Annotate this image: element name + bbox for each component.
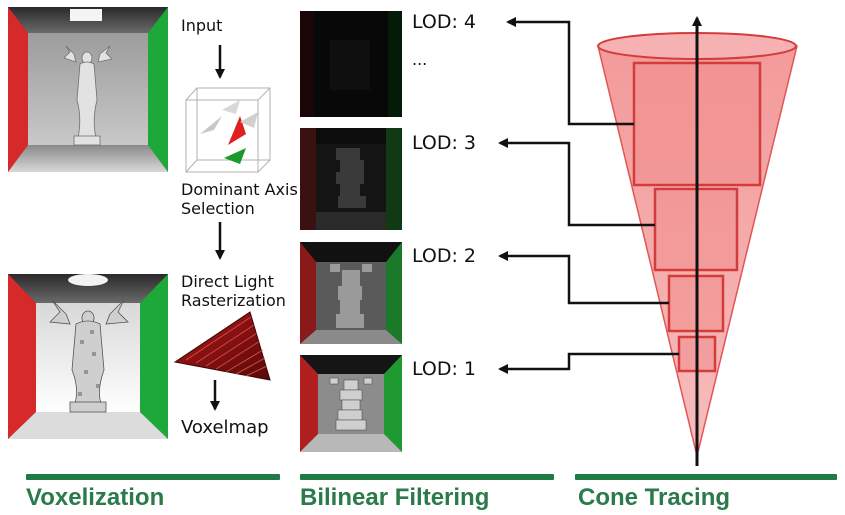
pipeline-arrows bbox=[210, 45, 225, 411]
lod-3-image bbox=[300, 128, 402, 230]
rasterized-triangle-icon bbox=[173, 311, 271, 381]
lod-1-label: LOD: 1 bbox=[412, 358, 477, 380]
voxelization-section-title: Voxelization bbox=[26, 484, 165, 511]
step-axis-label-line1: Dominant Axis bbox=[181, 180, 298, 199]
lod-ellipsis: ... bbox=[412, 50, 428, 69]
step-voxelmap-label: Voxelmap bbox=[181, 417, 269, 438]
lod-4-image bbox=[300, 11, 402, 117]
cone-tracing-section-title: Cone Tracing bbox=[578, 484, 731, 511]
cornell-box-input-image bbox=[8, 7, 168, 172]
voxelization-section-bar bbox=[26, 474, 280, 480]
cone-tracing-section-bar bbox=[575, 474, 837, 480]
step-axis-label-line2: Selection bbox=[181, 199, 255, 218]
filtering-section-bar bbox=[300, 474, 554, 480]
lod-3-label: LOD: 3 bbox=[412, 132, 477, 154]
cornell-box-voxelized-image bbox=[8, 274, 168, 439]
step-light-label-line1: Direct Light bbox=[181, 272, 274, 291]
lod-1-image bbox=[300, 355, 402, 452]
step-light-label-line2: Rasterization bbox=[181, 291, 286, 310]
step-input-label: Input bbox=[181, 16, 223, 35]
lod-4-label: LOD: 4 bbox=[412, 11, 477, 33]
dominant-axis-cube-icon bbox=[183, 82, 273, 175]
lod-2-label: LOD: 2 bbox=[412, 245, 477, 267]
lod-2-image bbox=[300, 242, 402, 344]
filtering-section-title: Bilinear Filtering bbox=[300, 484, 490, 511]
lod-connector-arrows bbox=[498, 17, 679, 374]
